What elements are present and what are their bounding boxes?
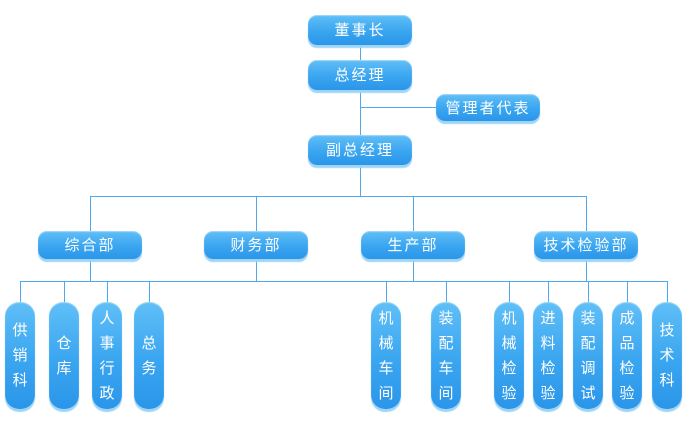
node-general-manager: 总经理	[308, 60, 412, 90]
connector-dept-tech-bus	[586, 259, 587, 281]
connector-dept-rail	[90, 196, 587, 197]
connector-drop-machinery-workshop	[386, 281, 387, 302]
connector-chairman-gm	[360, 45, 361, 60]
connector-drop-hr-admin	[107, 281, 108, 302]
node-dept-tech-inspection: 技术检验部	[534, 231, 638, 259]
node-finished-goods-inspection: 成品检验	[612, 302, 642, 409]
connector-dept-finance-bus	[256, 259, 257, 281]
connector-bus-rail	[20, 281, 668, 282]
node-dept-finance: 财务部	[204, 231, 308, 259]
connector-dept-general-bus	[90, 259, 91, 281]
node-dept-general: 综合部	[38, 231, 142, 259]
node-machinery-inspection: 机械检验	[494, 302, 524, 409]
connector-drop-finished-inspection	[627, 281, 628, 302]
connector-drop-supply-sales	[20, 281, 21, 302]
connector-drop-assembly-workshop	[446, 281, 447, 302]
connector-drop-machinery-inspection	[509, 281, 510, 302]
connector-drop-technical-section	[667, 281, 668, 302]
connector-drop-dept-finance	[256, 196, 257, 231]
node-general-affairs: 总务	[134, 302, 164, 409]
node-incoming-inspection: 进料检验	[533, 302, 563, 409]
node-machinery-workshop: 机械车间	[371, 302, 401, 409]
connector-drop-general-affairs	[149, 281, 150, 302]
connector-drop-dept-general	[90, 196, 91, 231]
node-dept-production: 生产部	[361, 231, 465, 259]
connector-drop-dept-production	[413, 196, 414, 231]
connector-dept-production-bus	[413, 259, 414, 281]
connector-drop-warehouse	[64, 281, 65, 302]
node-technical-section: 技术科	[652, 302, 682, 409]
node-management-rep: 管理者代表	[436, 94, 540, 121]
connector-branch-mgmt-rep	[360, 107, 437, 108]
node-chairman: 董事长	[308, 15, 412, 45]
connector-drop-incoming-inspection	[548, 281, 549, 302]
node-assembly-debugging: 装配调试	[573, 302, 603, 409]
connector-gm-deputy	[360, 90, 361, 135]
node-supply-sales-section: 供销科	[5, 302, 35, 409]
node-deputy-general-manager: 副总经理	[308, 135, 412, 165]
connector-drop-assembly-debugging	[588, 281, 589, 302]
node-warehouse: 仓库	[49, 302, 79, 409]
connector-drop-dept-tech	[586, 196, 587, 231]
node-assembly-workshop: 装配车间	[431, 302, 461, 409]
connector-deputy-drop	[360, 165, 361, 196]
node-hr-admin: 人事行政	[92, 302, 122, 409]
